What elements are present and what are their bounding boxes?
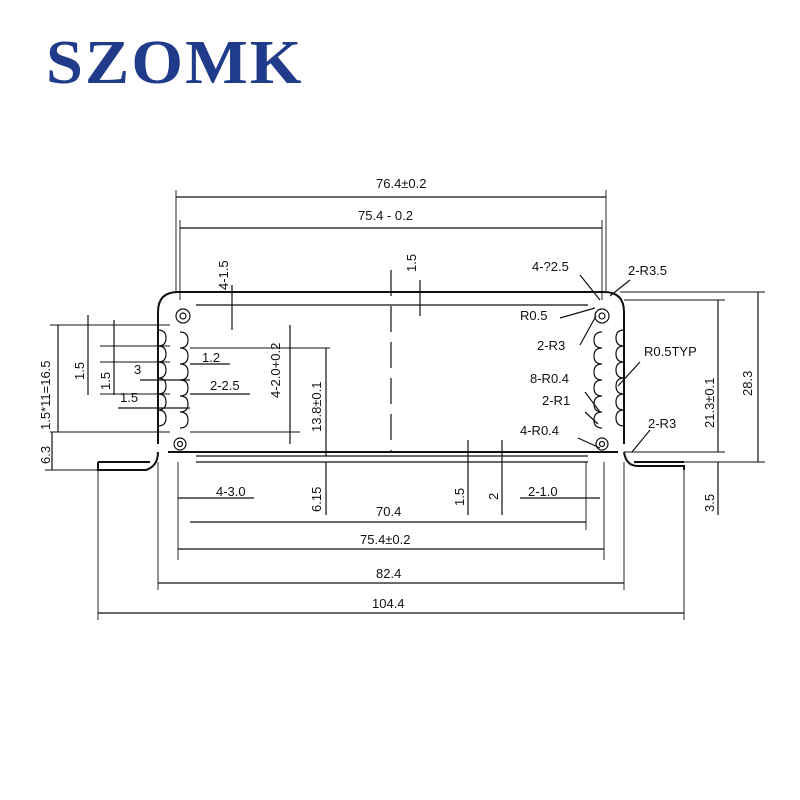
dim-height-213: 21.3±0.1 <box>702 377 717 428</box>
dim-outer-top-width: 76.4±0.2 <box>376 176 427 191</box>
dim-base-2: 2 <box>486 493 501 500</box>
dim-body-824: 82.4 <box>376 566 401 581</box>
dimension-lines <box>45 190 765 620</box>
dim-slot-30: 4-3.0 <box>216 484 246 499</box>
dim-depth-615: 6.15 <box>309 487 324 512</box>
dim-fin-3: 3 <box>134 362 141 377</box>
dim-r-three: 2-R3 <box>537 338 565 353</box>
dim-inner-704: 70.4 <box>376 504 401 519</box>
dim-slot-10: 2-1.0 <box>528 484 558 499</box>
dim-fin-4: 1.5 <box>120 390 138 405</box>
dim-foot-35: 3.5 <box>702 494 717 512</box>
brand-logo: SZOMK <box>46 29 304 97</box>
dim-base-15: 1.5 <box>452 488 467 506</box>
dim-center-top: 1.5 <box>404 254 419 272</box>
dim-r-eight: 8-R0.4 <box>530 371 569 386</box>
dimension-labels: 76.4±0.2 75.4 - 0.2 4-1.5 1.5 4-?2.5 2-R… <box>38 176 755 611</box>
dim-hole-dia: 4-?2.5 <box>532 259 569 274</box>
dim-bottom-754: 75.4±0.2 <box>360 532 411 547</box>
enclosure-profile <box>97 270 685 471</box>
dim-height-138: 13.8±0.1 <box>309 381 324 432</box>
dim-foot-63: 6.3 <box>38 446 53 464</box>
dim-r-typ: R0.5TYP <box>644 344 697 359</box>
dim-inner-top-width: 75.4 - 0.2 <box>358 208 413 223</box>
dim-slot-25: 2-2.5 <box>210 378 240 393</box>
dim-slot-20: 4-2.0+0.2 <box>268 343 283 398</box>
dim-fin-2: 1.5 <box>98 372 113 390</box>
dim-corner-r-outer: 2-R3.5 <box>628 263 667 278</box>
dim-r-three-lower: 2-R3 <box>648 416 676 431</box>
dim-fin-pitch: 1.5*11=16.5 <box>38 360 53 430</box>
dim-r-one: 2-R1 <box>542 393 570 408</box>
dim-overall-1044: 104.4 <box>372 596 405 611</box>
dim-r-small: R0.5 <box>520 308 547 323</box>
dim-fin-1: 1.5 <box>72 362 87 380</box>
dim-height-283: 28.3 <box>740 371 755 396</box>
dim-r-four: 4-R0.4 <box>520 423 559 438</box>
dim-wall-top: 4-1.5 <box>216 260 231 290</box>
dim-gap-12: 1.2 <box>202 350 220 365</box>
